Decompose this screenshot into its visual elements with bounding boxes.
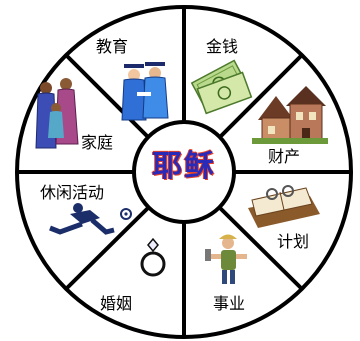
label-education: 教育	[96, 37, 129, 56]
label-leisure: 休闲活动	[40, 183, 105, 202]
label-marriage: 婚姻	[100, 294, 133, 313]
label-plans: 计划	[277, 232, 310, 251]
center-circle	[132, 120, 236, 224]
planner-book-icon	[248, 185, 320, 228]
graduates-icon	[121, 62, 169, 121]
center-title: 耶稣	[152, 149, 216, 184]
money-icon	[190, 59, 253, 115]
label-property: 财产	[268, 147, 301, 166]
label-career: 事业	[213, 294, 246, 313]
house-icon	[252, 86, 328, 144]
spokes	[17, 7, 351, 337]
family-icon	[35, 78, 79, 149]
ring-icon	[140, 237, 166, 277]
label-family: 家庭	[81, 133, 114, 152]
soccer-player-icon	[49, 203, 132, 235]
worker-icon	[205, 234, 247, 284]
label-money: 金钱	[206, 37, 239, 56]
